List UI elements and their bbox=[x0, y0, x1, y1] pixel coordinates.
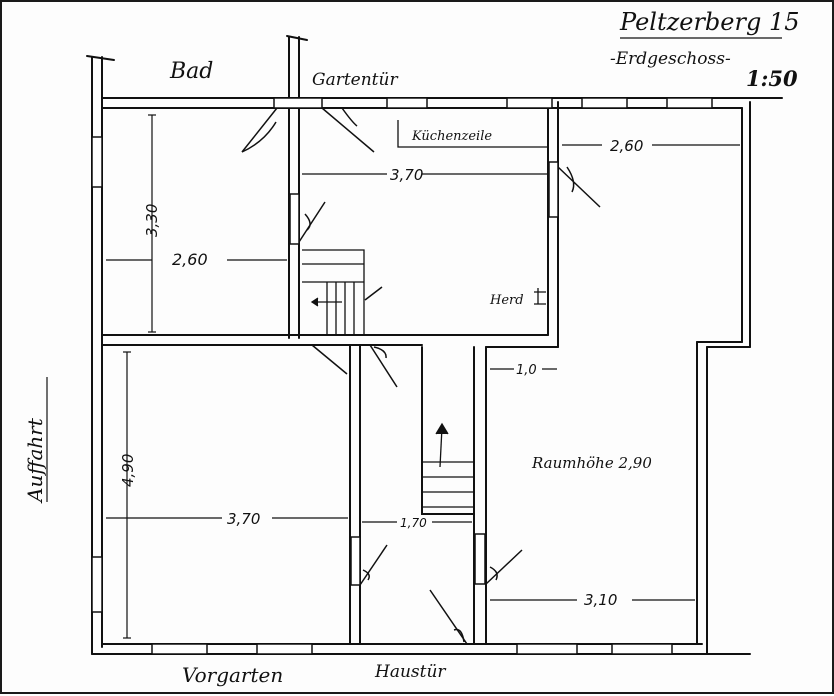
label-kuechenzeile: Küchenzeile bbox=[411, 129, 492, 144]
window-bottom-2 bbox=[256, 643, 313, 655]
label-vorgarten: Vorgarten bbox=[182, 663, 283, 687]
title-address: Peltzerberg 15 bbox=[619, 8, 799, 36]
dim-corridor-offset: 1,0 bbox=[516, 363, 537, 378]
stairs-hall bbox=[422, 422, 474, 508]
dim-living-width: 3,70 bbox=[227, 510, 260, 528]
title-scale: 1:50 bbox=[746, 66, 798, 91]
stove-symbol bbox=[534, 288, 546, 305]
label-haustuer: Haustür bbox=[374, 662, 446, 682]
dim-hall-width: 1,70 bbox=[400, 516, 427, 530]
title-floor: -Erdgeschoss- bbox=[610, 49, 731, 69]
walls bbox=[86, 35, 783, 655]
dim-bad-width: 2,60 bbox=[172, 250, 208, 269]
label-bad: Bad bbox=[169, 59, 213, 84]
windows bbox=[91, 97, 713, 655]
dim-right-room-width: 2,60 bbox=[610, 137, 643, 155]
window-bottom-3 bbox=[516, 643, 578, 655]
window-left-1 bbox=[91, 136, 103, 188]
dim-kitchen-width: 3,70 bbox=[390, 166, 423, 184]
window-top-3 bbox=[581, 97, 628, 109]
dim-bad-height: 3,30 bbox=[143, 204, 161, 237]
kitchen-counter bbox=[397, 120, 548, 148]
window-left-2 bbox=[91, 556, 103, 613]
window-top-2 bbox=[506, 97, 553, 109]
window-bottom-1 bbox=[151, 643, 208, 655]
label-raumhoehe: Raumhöhe 2,90 bbox=[531, 454, 652, 472]
kitchen-fixtures bbox=[397, 120, 548, 305]
window-bottom-4 bbox=[611, 643, 673, 655]
window-top-4 bbox=[666, 97, 713, 109]
dimension-lines bbox=[106, 114, 740, 639]
dim-right-lower-width: 3,10 bbox=[584, 591, 617, 609]
label-gartentuer: Gartentür bbox=[312, 70, 398, 90]
label-auffahrt: Auffahrt bbox=[23, 417, 47, 504]
stairs-kitchen bbox=[302, 249, 365, 335]
dim-living-height: 4,90 bbox=[119, 454, 137, 487]
garden-door-frame bbox=[273, 97, 323, 109]
window-top-1 bbox=[386, 97, 428, 109]
label-herd: Herd bbox=[489, 293, 524, 308]
doors bbox=[241, 107, 601, 645]
